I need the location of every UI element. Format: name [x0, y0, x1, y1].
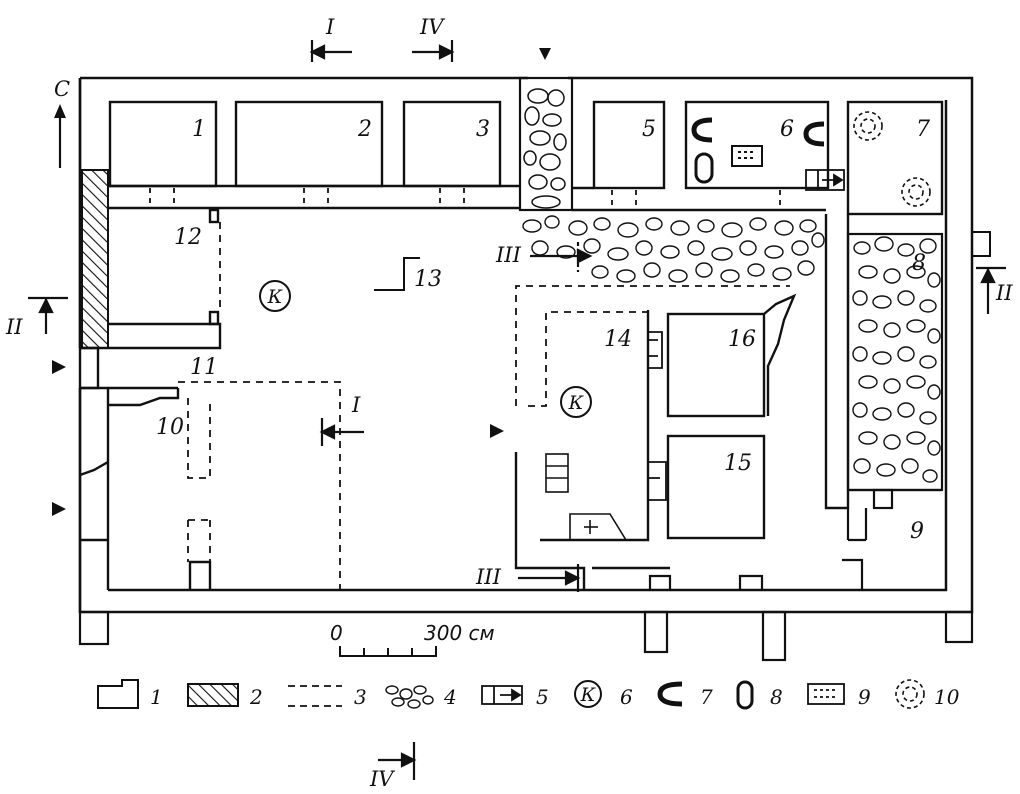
stone-fill-room-8 — [846, 232, 944, 492]
legend: 1 2 3 4 5 К 6 7 — [97, 679, 960, 710]
courtyard-label-central: К — [568, 392, 585, 414]
step-arrow-room-6 — [805, 169, 845, 191]
dashed-outlines-west — [178, 222, 341, 590]
legend-item-10: 10 — [895, 679, 960, 709]
svg-text:5: 5 — [536, 685, 549, 709]
room-label-6: 6 — [780, 117, 794, 142]
north-rooms-west — [108, 100, 520, 210]
legend-item-5: 5 — [481, 685, 549, 709]
legend-item-1: 1 — [97, 679, 163, 709]
central-block — [514, 293, 797, 590]
courtyard-markers — [259, 280, 592, 418]
courtyard-label-west: К — [267, 286, 284, 308]
room-label-11: 11 — [190, 355, 218, 380]
room-label-3: 3 — [476, 117, 490, 142]
entrance-triangles — [52, 360, 504, 516]
niches — [648, 331, 667, 501]
svg-text:10: 10 — [934, 685, 960, 709]
section-label-II-left: II — [5, 315, 23, 339]
svg-text:6: 6 — [620, 685, 633, 709]
foundation-stubs — [78, 610, 974, 662]
legend-item-9: 9 — [807, 683, 871, 709]
legend-item-7: 7 — [657, 681, 713, 709]
section-label-IV-top: IV — [419, 15, 445, 39]
room-label-16: 16 — [728, 327, 756, 352]
stone-passage-north — [518, 76, 574, 212]
room-6-features — [691, 117, 825, 184]
svg-text:3: 3 — [354, 685, 367, 709]
outer-wall — [78, 76, 974, 614]
stone-fill-band — [522, 215, 825, 283]
svg-text:8: 8 — [770, 685, 783, 709]
room-label-15: 15 — [724, 451, 752, 476]
svg-text:9: 9 — [858, 685, 871, 709]
scale-zero: 0 — [330, 621, 343, 645]
svg-text:7: 7 — [700, 685, 713, 709]
north-label: С — [54, 77, 70, 101]
entrance-triangle-north — [539, 48, 551, 60]
room-label-12: 12 — [174, 225, 202, 250]
svg-text:1: 1 — [150, 685, 163, 709]
svg-text:2: 2 — [249, 685, 263, 709]
legend-item-8: 8 — [736, 680, 783, 710]
room-label-9: 9 — [910, 519, 924, 544]
legend-item-2: 2 — [187, 683, 263, 709]
hatched-wall — [81, 169, 109, 349]
step-13 — [374, 257, 420, 291]
scale-length: 300 см — [424, 621, 495, 645]
room-label-14: 14 — [604, 327, 632, 352]
room-label-8: 8 — [912, 251, 926, 276]
legend-item-4: 4 — [385, 685, 457, 709]
section-label-IV-bottom: IV — [369, 767, 395, 791]
legend-item-6: К 6 — [574, 680, 633, 709]
dashed-outlines-central — [515, 285, 790, 407]
section-label-II-right: II — [995, 281, 1013, 305]
section-label-I-top: I — [325, 15, 335, 39]
room-9-walls — [842, 488, 942, 590]
room-label-10: 10 — [156, 415, 184, 440]
svg-text:К: К — [580, 684, 597, 706]
doorway-ticks-east — [611, 190, 781, 210]
doorway-ticks-west — [149, 188, 465, 208]
internal-steps — [545, 453, 627, 541]
section-markers — [28, 40, 1006, 780]
room-7-pits — [853, 111, 931, 207]
room-label-1: 1 — [192, 117, 206, 142]
room-label-2: 2 — [357, 117, 372, 142]
svg-text:4: 4 — [443, 685, 457, 709]
room-label-7: 7 — [916, 117, 930, 142]
west-rooms — [78, 208, 222, 612]
room-label-5: 5 — [642, 117, 656, 142]
section-label-III-bottom: III — [475, 565, 502, 589]
scale-bar — [339, 646, 437, 657]
south-piers — [648, 574, 764, 590]
east-stub — [971, 231, 991, 257]
section-label-III-left: III — [495, 243, 522, 267]
legend-item-3: 3 — [288, 685, 367, 709]
room-label-13: 13 — [414, 267, 442, 292]
north-arrow-icon — [54, 104, 66, 168]
section-label-I-mid: I — [351, 393, 361, 417]
